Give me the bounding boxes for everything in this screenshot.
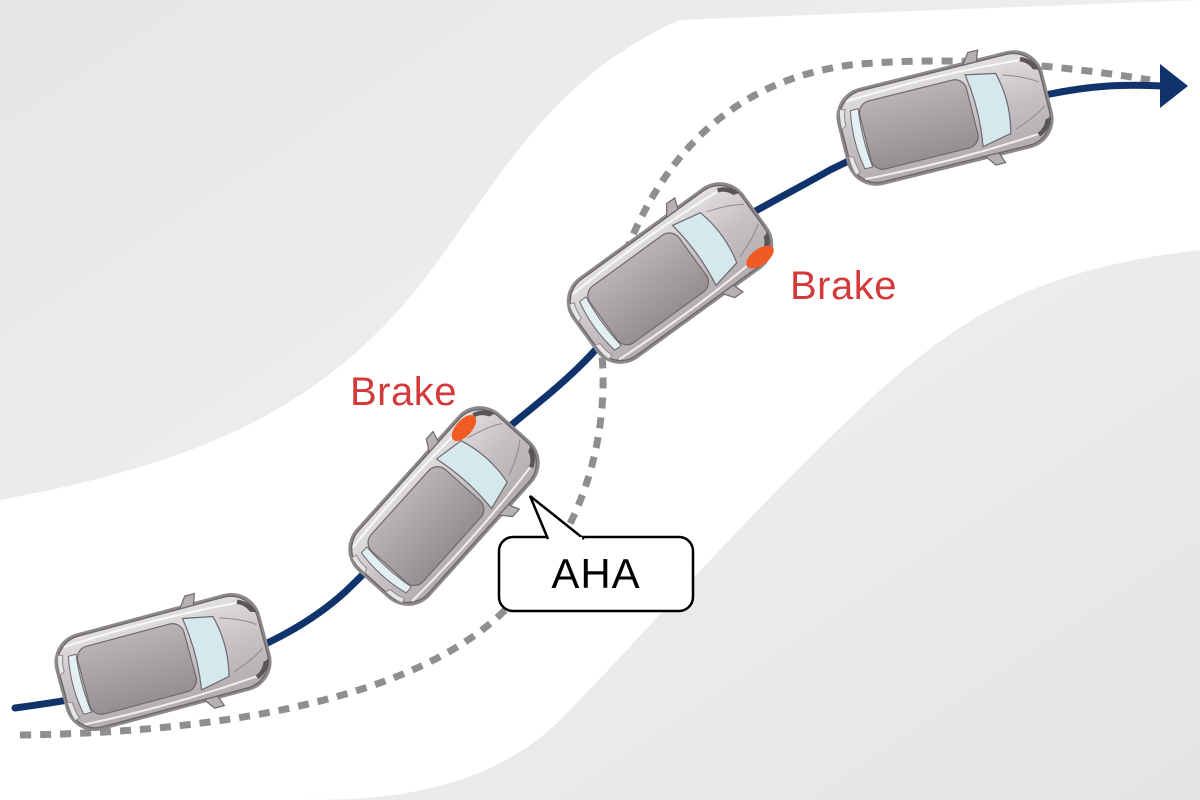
brake-label-first: Brake [350, 370, 457, 414]
brake-light-indicator [746, 245, 774, 269]
aha-callout-label: AHA [551, 550, 641, 597]
brake-light-indicator [451, 414, 477, 442]
brake-label-second: Brake [790, 264, 897, 308]
callout-pointer [528, 495, 585, 540]
arrow-right-icon [1160, 64, 1188, 108]
callout-icon [497, 535, 695, 613]
